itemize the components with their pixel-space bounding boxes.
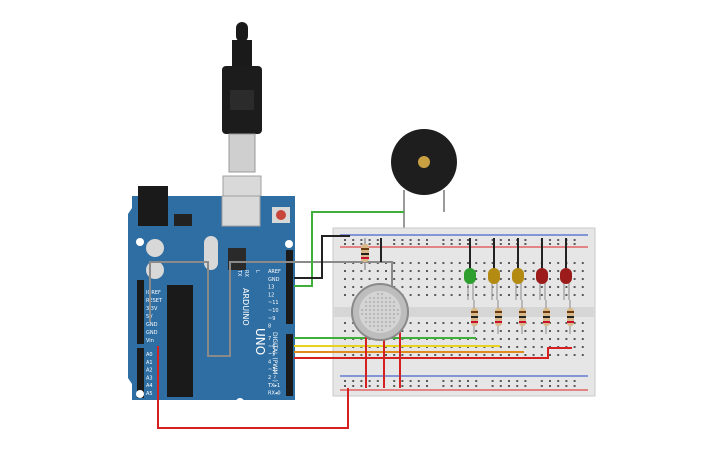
pin-label: RX◂0 <box>268 391 281 397</box>
rx-label: RX <box>243 270 249 277</box>
led-row <box>464 238 574 334</box>
pin-label: 13 <box>268 285 274 291</box>
led-red <box>560 238 572 300</box>
resistor <box>471 300 478 334</box>
digital-label: DIGITAL (PWM~) <box>271 332 278 382</box>
l-label: L <box>254 270 260 273</box>
resistor <box>495 300 502 334</box>
pin-label: A0 <box>146 352 153 358</box>
usb-cable <box>222 22 262 227</box>
gas-sensor <box>351 283 409 341</box>
pin-label: A1 <box>146 360 153 366</box>
pin-label: ~3 <box>268 367 275 373</box>
pin-label: GND <box>146 322 158 328</box>
resistor <box>519 300 526 334</box>
pin-label: GND <box>268 277 280 283</box>
resistor <box>543 300 550 334</box>
reset-button[interactable] <box>276 210 286 220</box>
pin-label: 12 <box>268 292 274 298</box>
piezo-buzzer <box>391 129 457 232</box>
wire-black-gnd <box>294 235 350 279</box>
tx-label: TX <box>236 269 242 277</box>
pin-label: 3.3V <box>146 306 158 312</box>
arduino-board: ARDUINO UNO DIGITAL (PWM~) TX RX L IOREF… <box>128 186 295 406</box>
brand-label: ARDUINO <box>241 288 250 326</box>
wire-red-4 <box>294 347 572 359</box>
wire-red-vcc <box>157 346 349 429</box>
led-red <box>536 238 548 300</box>
wires <box>149 211 572 429</box>
pin-label: IOREF <box>146 290 161 296</box>
pin-label: 2 <box>268 375 271 381</box>
pin-label: A2 <box>146 368 153 374</box>
pin-label: 4 <box>268 359 271 365</box>
resistor <box>567 300 574 334</box>
led-yellow <box>488 238 500 300</box>
pin-label: A4 <box>146 383 153 389</box>
pin-label: ~9 <box>268 316 275 322</box>
board-name: UNO <box>253 328 267 355</box>
pin-label: Vin <box>146 338 154 344</box>
pin-label: ~11 <box>268 300 279 306</box>
pin-label: RESET <box>146 298 163 304</box>
pin-label: 7 <box>268 336 271 342</box>
led-green <box>464 238 476 300</box>
led-yellow <box>512 238 524 300</box>
resistor-sensor <box>361 238 382 270</box>
pin-label: ~5 <box>268 352 275 358</box>
pin-label: A5 <box>146 391 153 397</box>
pin-label: AREF <box>268 269 281 275</box>
pin-label: ~10 <box>268 308 279 314</box>
wire-green-13 <box>294 211 404 287</box>
digital-pin-labels-lower: 7 ~6 ~54 ~3 2TX▸1RX◂0 <box>267 336 281 397</box>
pin-label: ~6 <box>268 344 275 350</box>
pin-label: A3 <box>146 375 153 381</box>
pin-label: GND <box>146 330 158 336</box>
pin-label: 8 <box>268 324 271 330</box>
pin-label: TX▸1 <box>267 383 280 389</box>
